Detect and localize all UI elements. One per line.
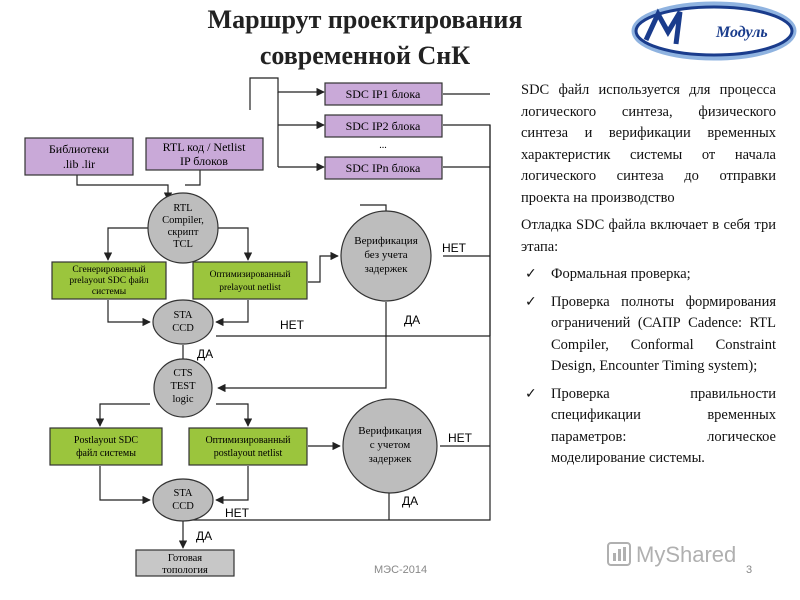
rtl-line-1: RTL код / Netlist — [163, 140, 246, 154]
page-title: Маршрут проектирования современной СнК — [150, 2, 580, 74]
paragraph-1: SDC файл используется для процесса логич… — [521, 82, 776, 206]
no-label-2: НЕТ — [280, 318, 305, 332]
ip-ellipsis: ... — [379, 140, 387, 151]
verify-delay-line-2: с учетом — [370, 439, 410, 451]
sta-1-line-1: STA — [174, 310, 193, 321]
ip1-box — [324, 82, 443, 106]
list-item-text: Проверка полноты формирования ограничени… — [551, 293, 776, 375]
cts-line-2: TEST — [170, 381, 196, 392]
check-icon: ✓ — [525, 385, 537, 402]
list-item-text: Формальная проверка; — [551, 266, 691, 282]
check-list: ✓ Формальная проверка; ✓ Проверка полноты … — [521, 264, 776, 470]
postlayout-sdc-line-2: файл системы — [76, 448, 136, 459]
ready-line-2: топология — [162, 565, 208, 576]
verify-delay-line-3: задержек — [369, 453, 413, 465]
verify-no-delay-line-1: Верификация — [354, 235, 418, 247]
logo-text: Модуль — [715, 24, 768, 41]
description-text: SDC файл используется для процесса логич… — [521, 80, 776, 476]
rtl-compiler-line-1: RTL — [173, 203, 192, 214]
cts-line-1: CTS — [173, 368, 192, 379]
page-number: 3 — [746, 564, 753, 576]
libraries-line-2: .lib .lir — [63, 157, 95, 171]
sta-2-node — [152, 478, 214, 522]
ipn-label: SDC IPn блока — [346, 161, 421, 175]
yes-label-1: ДА — [404, 313, 420, 327]
prelayout-sdc-line-1: Сгенерированный — [72, 264, 145, 275]
prelayout-netlist-line-2: prelayout netlist — [219, 283, 281, 293]
sta-1-node — [152, 299, 214, 345]
libraries-line-1: Библиотеки — [49, 142, 110, 156]
rtl-compiler-line-2: Compiler, — [162, 215, 204, 226]
prelayout-sdc-line-3: системы — [92, 287, 127, 297]
sta-2-line-1: STA — [174, 488, 193, 499]
verify-delay-line-1: Верификация — [358, 425, 422, 437]
no-label-4: НЕТ — [225, 506, 250, 520]
no-label-1: НЕТ — [442, 241, 467, 255]
modul-logo: Модуль — [631, 1, 797, 61]
prelayout-netlist-line-1: Оптимизированный — [210, 269, 291, 280]
list-item: ✓ Проверка правильности спецификации врем… — [521, 384, 776, 470]
verify-no-delay-line-2: без учета — [364, 249, 407, 261]
postlayout-netlist-box — [188, 427, 308, 466]
ipn-box — [324, 156, 443, 180]
rtl-line-2: IP блоков — [180, 154, 228, 168]
myshared-watermark: MyShared — [607, 542, 736, 567]
rtl-box — [145, 137, 264, 171]
list-item: ✓ Проверка полноты формирования ограничен… — [521, 292, 776, 378]
list-item-text: Проверка правильности спецификации време… — [551, 385, 776, 467]
ready-topology-box — [135, 549, 235, 577]
verify-no-delay-line-3: задержек — [365, 263, 409, 275]
no-label-3: НЕТ — [448, 431, 473, 445]
yes-label-3: ДА — [402, 494, 418, 508]
rtl-compiler-line-3: скрипт — [168, 227, 199, 238]
postlayout-sdc-line-1: Postlayout SDC — [74, 435, 139, 446]
rtl-compiler-line-4: TCL — [173, 239, 193, 250]
list-item: ✓ Формальная проверка; — [521, 264, 776, 286]
check-icon: ✓ — [525, 293, 537, 310]
prelayout-netlist-box — [192, 261, 308, 300]
rtl-compiler-node — [147, 192, 219, 264]
watermark-text: MyShared — [636, 542, 736, 567]
postlayout-netlist-line-2: postlayout netlist — [214, 448, 283, 459]
postlayout-sdc-box — [49, 427, 163, 466]
ready-line-1: Готовая — [168, 553, 202, 564]
ip2-box — [324, 114, 443, 138]
postlayout-netlist-line-1: Оптимизированный — [205, 435, 291, 446]
prelayout-sdc-line-2: prelayout SDC файл — [69, 275, 149, 286]
verify-no-delay-node — [340, 210, 432, 302]
title-line-1: Маршрут проектирования — [207, 5, 523, 34]
yes-label-2: ДА — [197, 347, 213, 361]
cts-node — [153, 358, 213, 418]
footer-label: МЭС-2014 — [374, 564, 428, 576]
verify-delay-node — [342, 398, 438, 494]
sta-1-line-2: CCD — [172, 323, 194, 334]
cts-line-3: logic — [173, 394, 194, 405]
libraries-box — [24, 137, 134, 176]
prelayout-sdc-box — [51, 261, 167, 300]
connectors — [76, 77, 491, 549]
check-icon: ✓ — [525, 266, 537, 282]
yes-label-4: ДА — [196, 529, 212, 543]
paragraph-2: Отладка SDC файла включает в себя три эт… — [521, 217, 776, 255]
design-flow-diagram: SDC IP1 блока SDC IP2 блока ... SDC IPn … — [24, 77, 491, 577]
title-line-2: современной СнК — [259, 41, 471, 70]
ip2-label: SDC IP2 блока — [346, 119, 421, 133]
ip1-label: SDC IP1 блока — [346, 87, 421, 101]
sta-2-line-2: CCD — [172, 501, 194, 512]
